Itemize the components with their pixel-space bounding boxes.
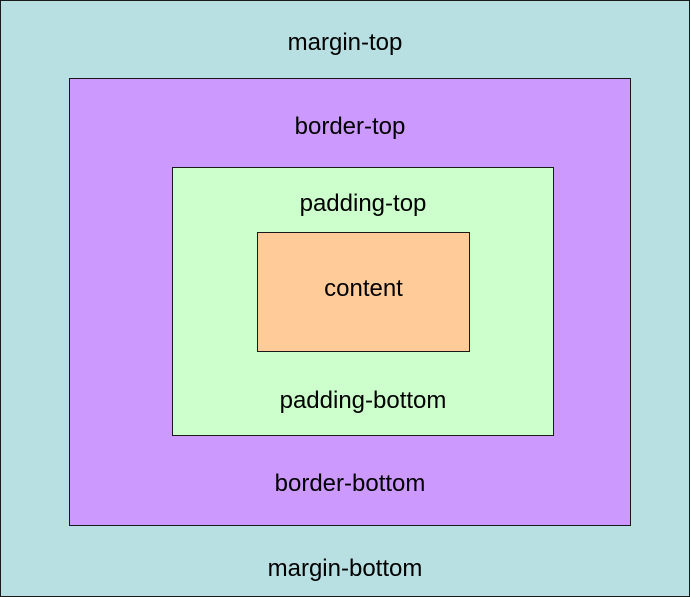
padding-box: padding-top content padding-bottom [172,167,554,436]
content-label: content [324,275,403,302]
margin-bottom-label: margin-bottom [267,555,423,582]
padding-bottom-label: padding-bottom [279,387,447,414]
border-box: border-top padding-top content padding-b… [69,78,631,526]
border-bottom-label: border-bottom [274,470,426,497]
padding-top-label: padding-top [299,190,427,217]
margin-top-label: margin-top [287,29,403,56]
content-box: content [257,232,470,352]
border-top-label: border-top [294,113,406,140]
